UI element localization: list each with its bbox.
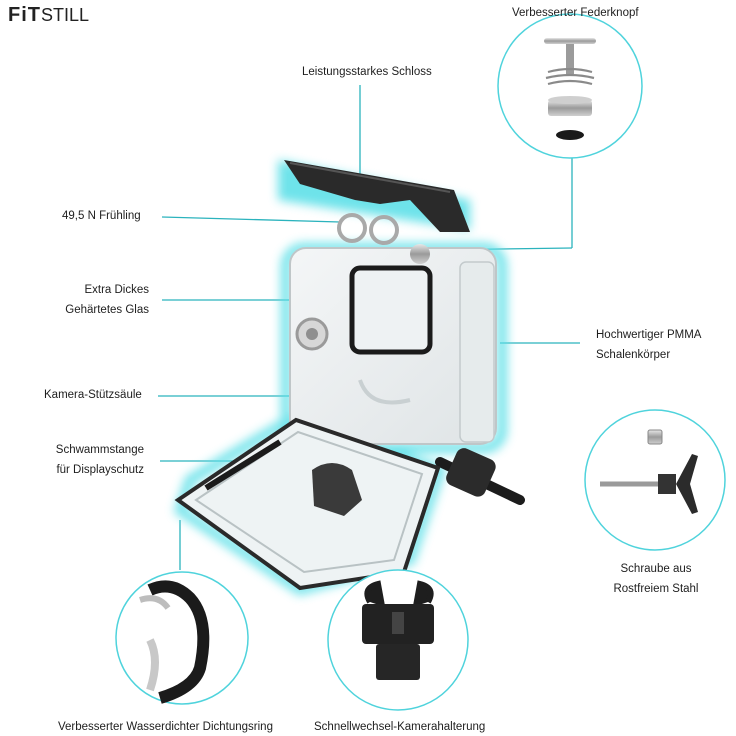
label-sponge-line1: Schwammstange (55, 444, 144, 456)
label-seal-ring: Verbesserter Wasserdichter Dichtungsring (58, 721, 273, 733)
label-quick-mount: Schnellwechsel-Kamerahalterung (314, 721, 486, 733)
label-camera-support: Kamera-Stützsäule (44, 389, 142, 401)
label-shell-line2: Schalenkörper (596, 349, 671, 361)
back-door (174, 417, 441, 591)
lock-latch (284, 160, 470, 245)
screw-detail (584, 409, 726, 551)
label-glass-line1: Extra Dickes (84, 284, 149, 296)
label-screw-line1: Schraube aus (620, 563, 692, 575)
brand-logo-bold: FiT (8, 4, 41, 26)
label-shell-line1: Hochwertiger PMMA (596, 329, 702, 341)
housing-screw-handle (435, 448, 525, 505)
leader-spring (161, 216, 341, 223)
quick-mount-detail (327, 569, 469, 711)
brand-logo: FiTSTILL (8, 4, 89, 27)
label-lock: Leistungsstarkes Schloss (302, 66, 432, 78)
housing-body (289, 244, 497, 445)
label-spring-button: Verbesserter Federknopf (512, 7, 639, 19)
label-sponge-line2: für Displayschutz (56, 464, 144, 476)
label-screw-line2: Rostfreiem Stahl (613, 583, 699, 595)
brand-logo-thin: STILL (41, 5, 90, 25)
seal-ring-detail (115, 571, 249, 705)
label-glass-line2: Gehärtetes Glas (65, 304, 149, 316)
spring-button-detail (497, 13, 643, 159)
label-spring: 49,5 N Frühling (62, 210, 141, 222)
